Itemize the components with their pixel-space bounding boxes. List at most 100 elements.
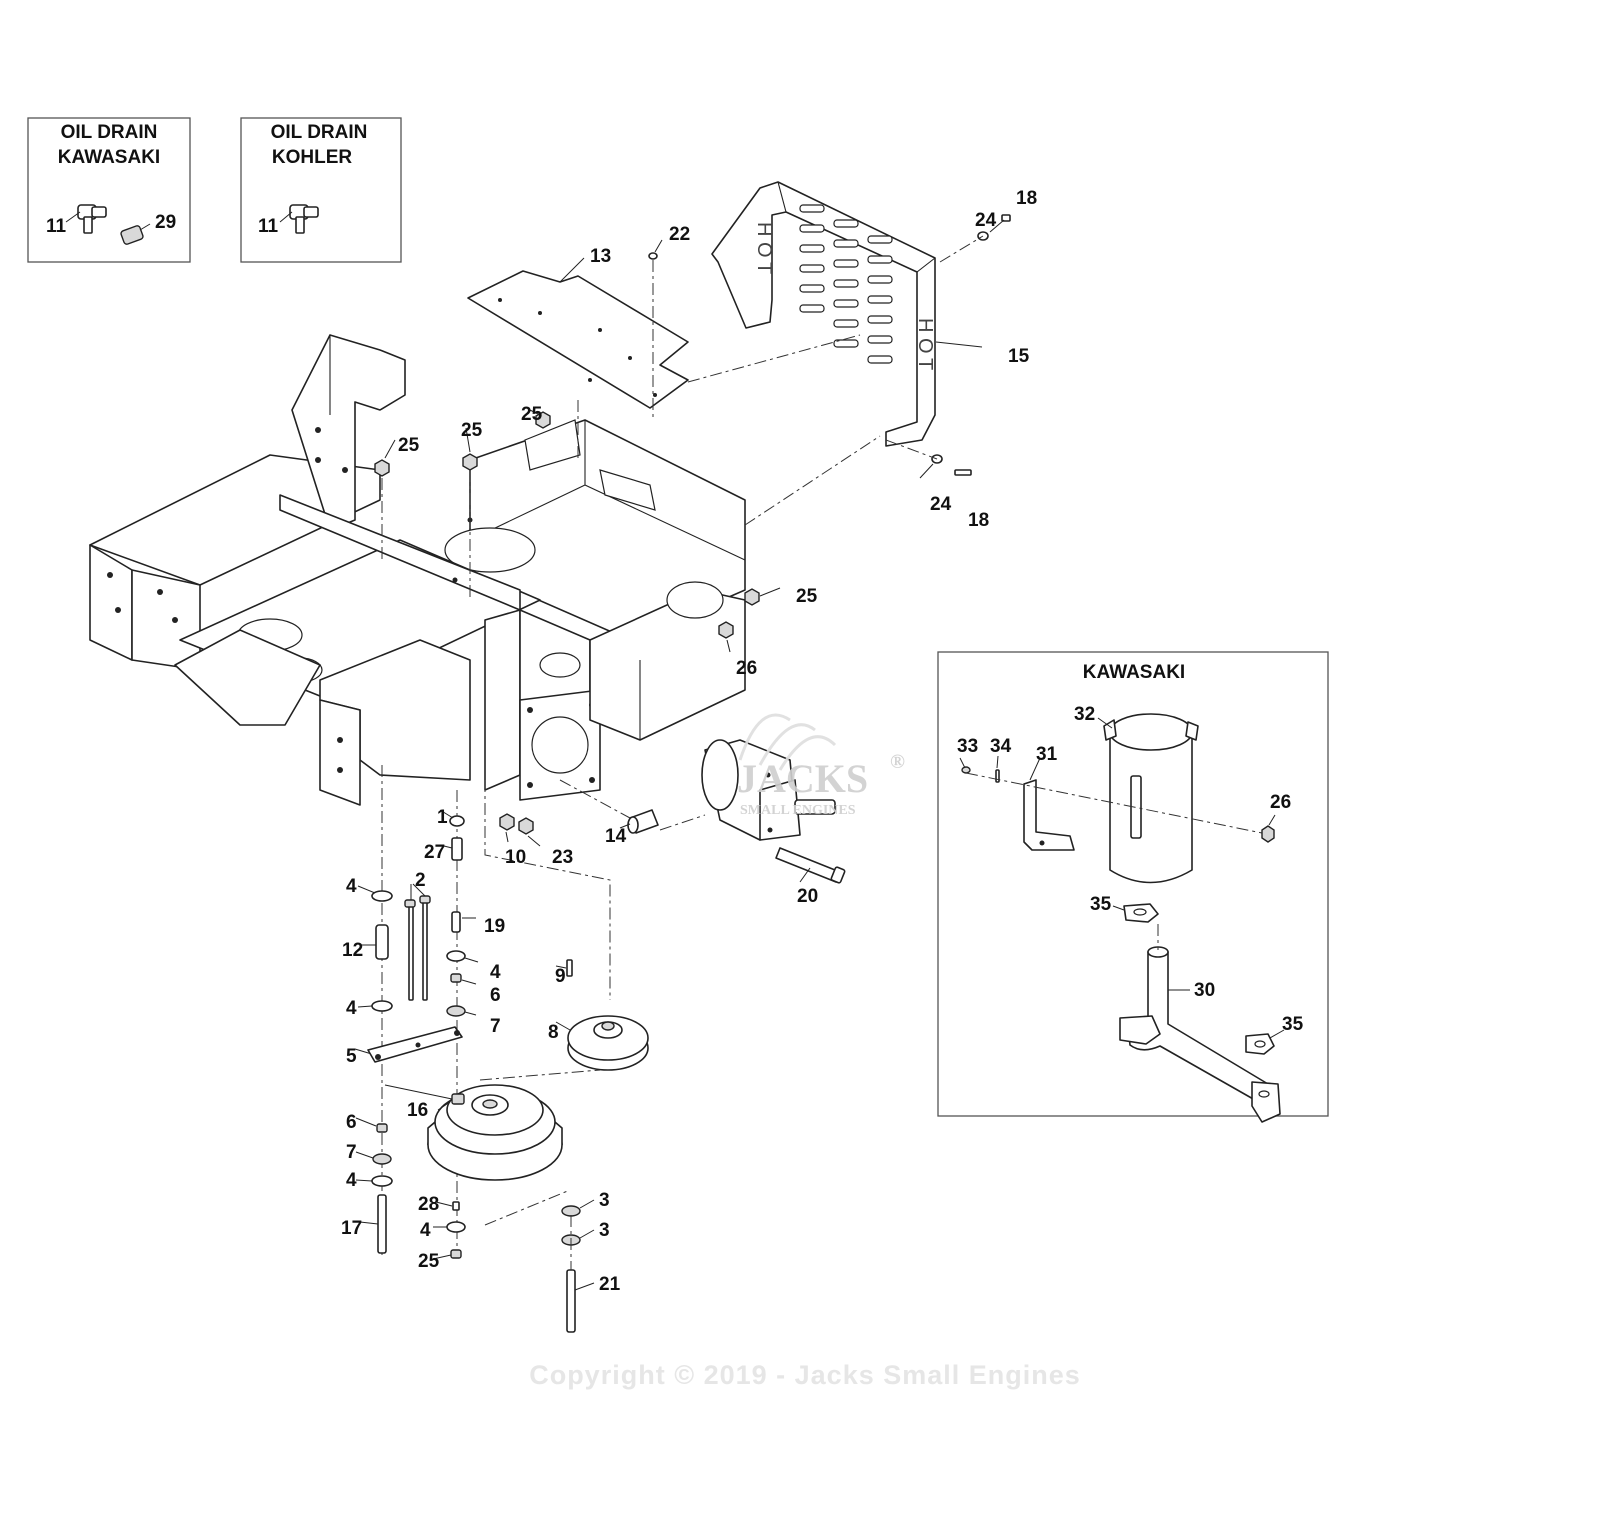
callout-4: 4 [420,1220,431,1241]
inset-oil-drain-kawasaki: OIL DRAIN KAWASAKI 11 29 [27,117,191,263]
tension-rods-2 [404,883,431,1001]
callout-19: 19 [484,916,505,937]
callout-18: 18 [968,510,989,531]
stack-center [432,809,479,1260]
hot-letter: O [914,338,936,354]
callout-26: 26 [1270,792,1291,813]
idler-pulley-8 [555,1015,649,1071]
callout-30: 30 [1194,980,1215,1001]
hot-letter: T [914,358,936,370]
nut-26-kawasaki [1261,814,1276,843]
bolt-33-washer-34 [959,755,1263,834]
callout-10: 10 [505,847,526,868]
hot-letter: H [753,222,775,236]
frame-nut-26 [718,621,734,653]
inset-title-line1: OIL DRAIN [61,122,158,143]
callout-34: 34 [990,736,1012,757]
oil-drain-valve-part [65,204,107,234]
callout-25: 25 [796,586,818,607]
shield-bolt-lower [885,439,972,479]
callout-11: 11 [258,216,279,237]
callout-15: 15 [1008,346,1030,367]
frame-nut-25-a [374,439,396,477]
callout-6: 6 [490,985,501,1006]
bolt-20 [775,847,846,884]
jacks-watermark-logo: JACKS ® SMALL ENGINES [737,713,905,818]
main-frame [89,334,746,806]
bracket-31 [1023,757,1075,851]
watermark-subtitle: SMALL ENGINES [740,803,856,818]
callout-5: 5 [346,1046,357,1067]
callout-22: 22 [669,224,690,245]
callout-31: 31 [1036,744,1058,765]
callout-7: 7 [490,1016,501,1037]
shield-bolt-upper [939,214,1011,263]
watermark-brand: JACKS [737,756,868,801]
callout-8: 8 [548,1022,559,1043]
callout-4: 4 [346,1170,357,1191]
inset-title-line2: KAWASAKI [58,147,160,168]
heat-shield-slots [799,204,893,364]
callout-labels: 13 22 18 24 15 24 18 25 25 25 25 26 1 27… [341,188,1037,1295]
inset-title-line2: KOHLER [272,147,353,168]
callout-35: 35 [1282,1014,1304,1035]
inset-kawasaki: KAWASAKI [937,651,1329,1123]
callout-27: 27 [424,842,445,863]
callout-25: 25 [418,1251,440,1272]
watermark-registered: ® [890,751,905,773]
callout-18: 18 [1016,188,1037,209]
exhaust-pipe-30 [1119,924,1281,1123]
callout-28: 28 [418,1194,439,1215]
callout-24: 24 [975,210,997,231]
callout-4: 4 [346,876,357,897]
callout-29: 29 [155,212,176,233]
hardware-10-23 [499,813,541,847]
callout-14: 14 [605,826,627,847]
callout-23: 23 [552,847,573,868]
muffler-32 [1097,713,1199,884]
hot-letter: O [753,242,775,258]
callout-16: 16 [407,1100,428,1121]
oil-drain-valve-part [279,204,319,234]
callout-25: 25 [521,404,543,425]
key-9 [555,959,573,977]
gasket-35-upper [1112,903,1159,923]
inset-oil-drain-kohler: OIL DRAIN KOHLER 11 [240,117,402,263]
frame-nut-25-c [529,409,551,429]
callout-3: 3 [599,1190,610,1211]
gasket-35-lower [1245,1029,1285,1055]
stack-left [354,885,393,1254]
spacer-14 [559,779,706,834]
bolt-22 [648,239,663,420]
callout-33: 33 [957,736,978,757]
copyright-notice: Copyright © 2019 - Jacks Small Engines [529,1360,1081,1390]
callout-13: 13 [590,246,611,267]
callout-7: 7 [346,1142,357,1163]
oil-drain-adapter-part [120,223,151,245]
callout-25: 25 [398,435,420,456]
callout-21: 21 [599,1274,621,1295]
electric-clutch-16 [384,1084,563,1181]
callout-3: 3 [599,1220,610,1241]
callout-1: 1 [437,807,448,828]
hot-letter: H [914,318,936,332]
inset-title-line1: OIL DRAIN [271,122,368,143]
callout-12: 12 [342,940,363,961]
callout-26: 26 [736,658,757,679]
heat-shield: H O T H O T [711,181,983,447]
gearbox-assembly [701,739,836,841]
callout-24: 24 [930,494,952,515]
callout-20: 20 [797,886,818,907]
callout-32: 32 [1074,704,1095,725]
callout-2: 2 [415,870,426,891]
callout-6: 6 [346,1112,357,1133]
callout-35: 35 [1090,894,1112,915]
top-cover-plate [467,257,689,409]
frame-nut-25-d [744,587,781,606]
inset-title: KAWASAKI [1083,662,1185,683]
frame-nut-25-b [462,427,478,471]
callout-11: 11 [46,216,67,237]
idler-arm-5 [367,1026,463,1063]
hot-letter: T [753,262,775,274]
